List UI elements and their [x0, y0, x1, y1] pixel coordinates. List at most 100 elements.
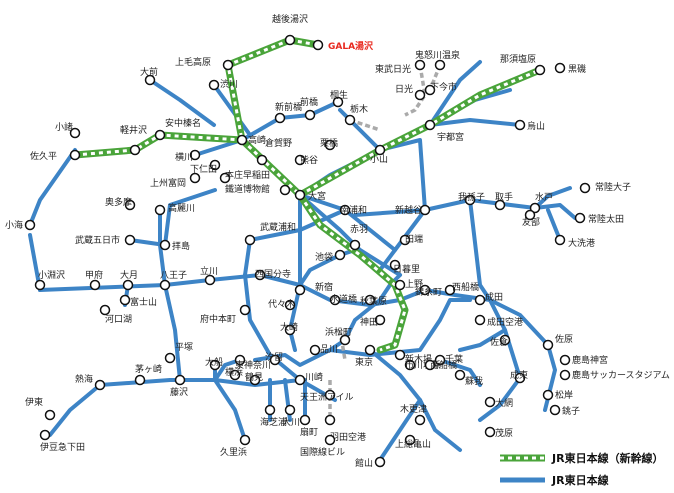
station-label: 秋葉原	[360, 295, 387, 307]
station-narita-airport: 成田空港	[474, 314, 523, 328]
station-okutama: 奥多摩	[105, 196, 136, 211]
rinkai-line	[338, 329, 347, 361]
station-shiodome: 汐留	[265, 351, 283, 366]
station-marker	[499, 334, 511, 346]
agatsuma-upper	[148, 78, 216, 127]
station-mobara: 茂原	[484, 426, 513, 439]
kururi-line	[418, 398, 462, 452]
station-koumi: 小海	[5, 219, 36, 231]
station-label: 大崎	[280, 321, 298, 333]
station-marker	[294, 154, 306, 166]
station-narita: 成田	[474, 291, 503, 306]
station-label: 浜松町	[325, 326, 352, 338]
station-label: 池袋	[315, 251, 333, 263]
station-label: 烏山	[527, 120, 545, 132]
station-kuroiso: 黒磯	[554, 62, 586, 75]
station-label: 武蔵浦和	[260, 221, 296, 233]
station-jomo-kogen: 上毛高原	[175, 56, 234, 71]
station-marker	[164, 352, 176, 364]
station-marker	[69, 149, 81, 161]
station-ofuna: 大船	[205, 356, 223, 371]
station-okawa: 大川	[282, 404, 300, 428]
station-marker	[239, 434, 251, 446]
mito-line-west	[338, 108, 382, 152]
station-kurihama: 久里浜	[220, 434, 251, 458]
station-hamamatsucho: 浜松町	[325, 326, 352, 346]
station-marker	[484, 396, 496, 408]
station-marker	[329, 294, 341, 306]
station-kashima-jingu: 鹿島神宮	[559, 354, 608, 366]
station-kisarazu: 木更津	[400, 403, 427, 426]
station-marker	[424, 84, 436, 96]
station-marker	[69, 127, 81, 139]
station-marker	[324, 434, 336, 446]
station-tokyo: 東京	[355, 344, 376, 368]
station-label: 下今市	[430, 81, 457, 93]
station-marker	[484, 426, 496, 438]
station-label: 甲府	[85, 269, 103, 281]
station-label: 南船橋	[430, 359, 457, 371]
station-marker	[129, 144, 141, 156]
station-label: 武蔵五日市	[75, 234, 120, 246]
station-label: 高崎	[248, 134, 266, 146]
station-nishi-funabashi: 西船橋	[444, 281, 479, 296]
station-marker	[324, 414, 336, 426]
station-marker	[559, 354, 571, 366]
station-umi-shibaura: 海芝浦	[260, 404, 287, 428]
station-label: 新前橋	[275, 101, 302, 113]
station-label: 東武日光	[375, 63, 411, 75]
station-label: 本庄早稲田	[225, 169, 270, 181]
station-label: 佐倉	[490, 336, 508, 348]
station-marker	[554, 62, 566, 74]
station-label: 佐原	[555, 333, 573, 345]
station-label: 久里浜	[220, 446, 247, 458]
station-label: 高麗川	[168, 202, 195, 214]
station-label: 神田	[360, 316, 378, 328]
station-label: 富士山	[130, 296, 157, 308]
station-karuizawa: 軽井沢	[120, 124, 147, 156]
station-hitachi-ota: 常陸太田	[574, 212, 624, 225]
station-label: 横浜	[225, 366, 243, 378]
station-nishi-kokubunji: 西国分寺	[254, 269, 291, 281]
itsukaichi	[128, 188, 217, 247]
station-matsugishi: 松岸	[542, 389, 573, 401]
station-marker	[189, 172, 201, 184]
station-marker	[349, 239, 361, 251]
station-kazusa-kameyama: 上総亀山	[395, 434, 431, 450]
station-karasuyama: 烏山	[514, 119, 545, 132]
oarai-branch	[546, 208, 562, 242]
station-marker	[24, 219, 36, 231]
station-marker	[209, 359, 221, 371]
uchibo-2	[438, 358, 482, 387]
narita-line	[468, 198, 557, 412]
station-label: 軽井沢	[120, 124, 147, 136]
station-marker	[222, 59, 234, 71]
station-nippori: 日暮里	[389, 259, 420, 275]
station-label: 田端	[405, 233, 423, 245]
station-marker	[579, 182, 591, 194]
station-shinjuku: 新宿	[294, 281, 333, 296]
station-marker	[256, 154, 268, 166]
station-marker	[514, 372, 526, 384]
station-label: 横川	[175, 151, 193, 163]
agatsuma-line	[212, 83, 252, 137]
station-nikko: 日光	[395, 83, 426, 101]
station-label: 前橋	[300, 96, 318, 108]
station-label: 海芝浦	[260, 416, 287, 428]
station-marker	[364, 344, 376, 356]
station-komoro: 小諸	[55, 121, 81, 139]
station-label: 品川	[320, 344, 338, 355]
station-chigasaki: 茅ヶ崎	[134, 363, 162, 386]
station-marker	[154, 204, 166, 216]
station-minami-urawa: 南浦和	[339, 204, 367, 216]
station-tennozu-isle: 天王洲アイル	[300, 389, 354, 403]
station-abiko: 我孫子	[458, 191, 485, 206]
station-marker	[269, 354, 281, 366]
station-label: 佐久平	[30, 150, 57, 162]
station-marker	[389, 259, 401, 271]
station-shibukawa: 渋川	[208, 78, 238, 91]
station-tetsudo-hakubutsukan: 鐵道博物館	[225, 183, 291, 196]
station-label: 新宿	[315, 281, 333, 293]
station-kinugawa-onsen: 鬼怒川温泉	[415, 49, 460, 71]
station-kawaguchiko: 河口湖	[99, 304, 132, 325]
